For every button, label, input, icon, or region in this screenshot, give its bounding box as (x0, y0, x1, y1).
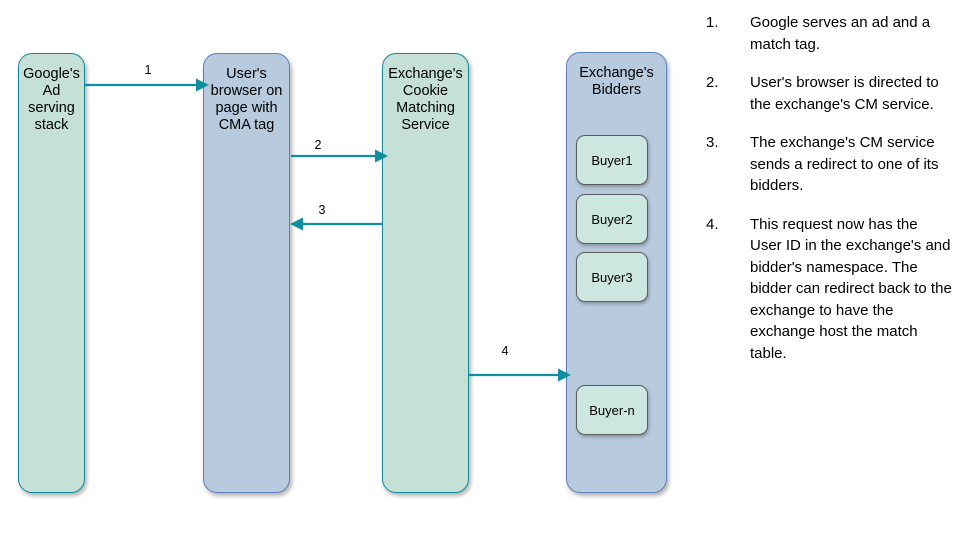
node-buyer-n[interactable]: Buyer-n (576, 385, 648, 435)
arrow-4-cms-to-bidders (468, 368, 571, 382)
step-item-3: 3. The exchange's CM service sends a red… (706, 132, 952, 197)
node-label: Exchange's Cookie Matching Service (388, 66, 463, 133)
step-text: User's browser is directed to the exchan… (750, 74, 939, 113)
step-number: 1. (706, 14, 719, 31)
step-number: 2. (706, 74, 719, 91)
node-label: Buyer3 (591, 269, 633, 285)
arrow-4-label: 4 (501, 344, 509, 358)
arrow-1-google-to-browser (85, 78, 209, 92)
step-number: 3. (706, 134, 719, 151)
step-item-2: 2. User's browser is directed to the exc… (706, 72, 952, 115)
steps-list: 1. Google serves an ad and a match tag. … (706, 12, 952, 381)
node-google-ad-serving-stack[interactable]: Google's Ad serving stack (18, 53, 85, 493)
step-item-1: 1. Google serves an ad and a match tag. (706, 12, 952, 55)
step-text: Google serves an ad and a match tag. (750, 14, 931, 53)
step-item-4: 4. This request now has the User ID in t… (706, 214, 952, 365)
node-label: Google's Ad serving stack (23, 66, 80, 133)
node-label: User's browser on page with CMA tag (210, 66, 283, 133)
arrow-2-browser-to-cms (291, 149, 388, 163)
node-user-browser[interactable]: User's browser on page with CMA tag (203, 53, 290, 493)
step-text: This request now has the User ID in the … (750, 215, 952, 362)
node-buyer-2[interactable]: Buyer2 (576, 194, 648, 244)
node-buyer-1[interactable]: Buyer1 (576, 135, 648, 185)
step-number: 4. (706, 215, 719, 233)
node-label: Buyer1 (591, 152, 633, 168)
node-label: Exchange's Bidders (579, 65, 654, 98)
node-label: Buyer-n (589, 402, 635, 418)
node-label: Buyer2 (591, 211, 633, 227)
step-text: The exchange's CM service sends a redire… (750, 134, 939, 194)
arrow-3-label: 3 (318, 203, 326, 217)
arrow-2-label: 2 (314, 138, 322, 152)
node-buyer-3[interactable]: Buyer3 (576, 252, 648, 302)
node-exchange-cookie-matching-service[interactable]: Exchange's Cookie Matching Service (382, 53, 469, 493)
arrow-3-cms-to-browser (290, 217, 382, 231)
arrow-1-label: 1 (144, 63, 152, 77)
